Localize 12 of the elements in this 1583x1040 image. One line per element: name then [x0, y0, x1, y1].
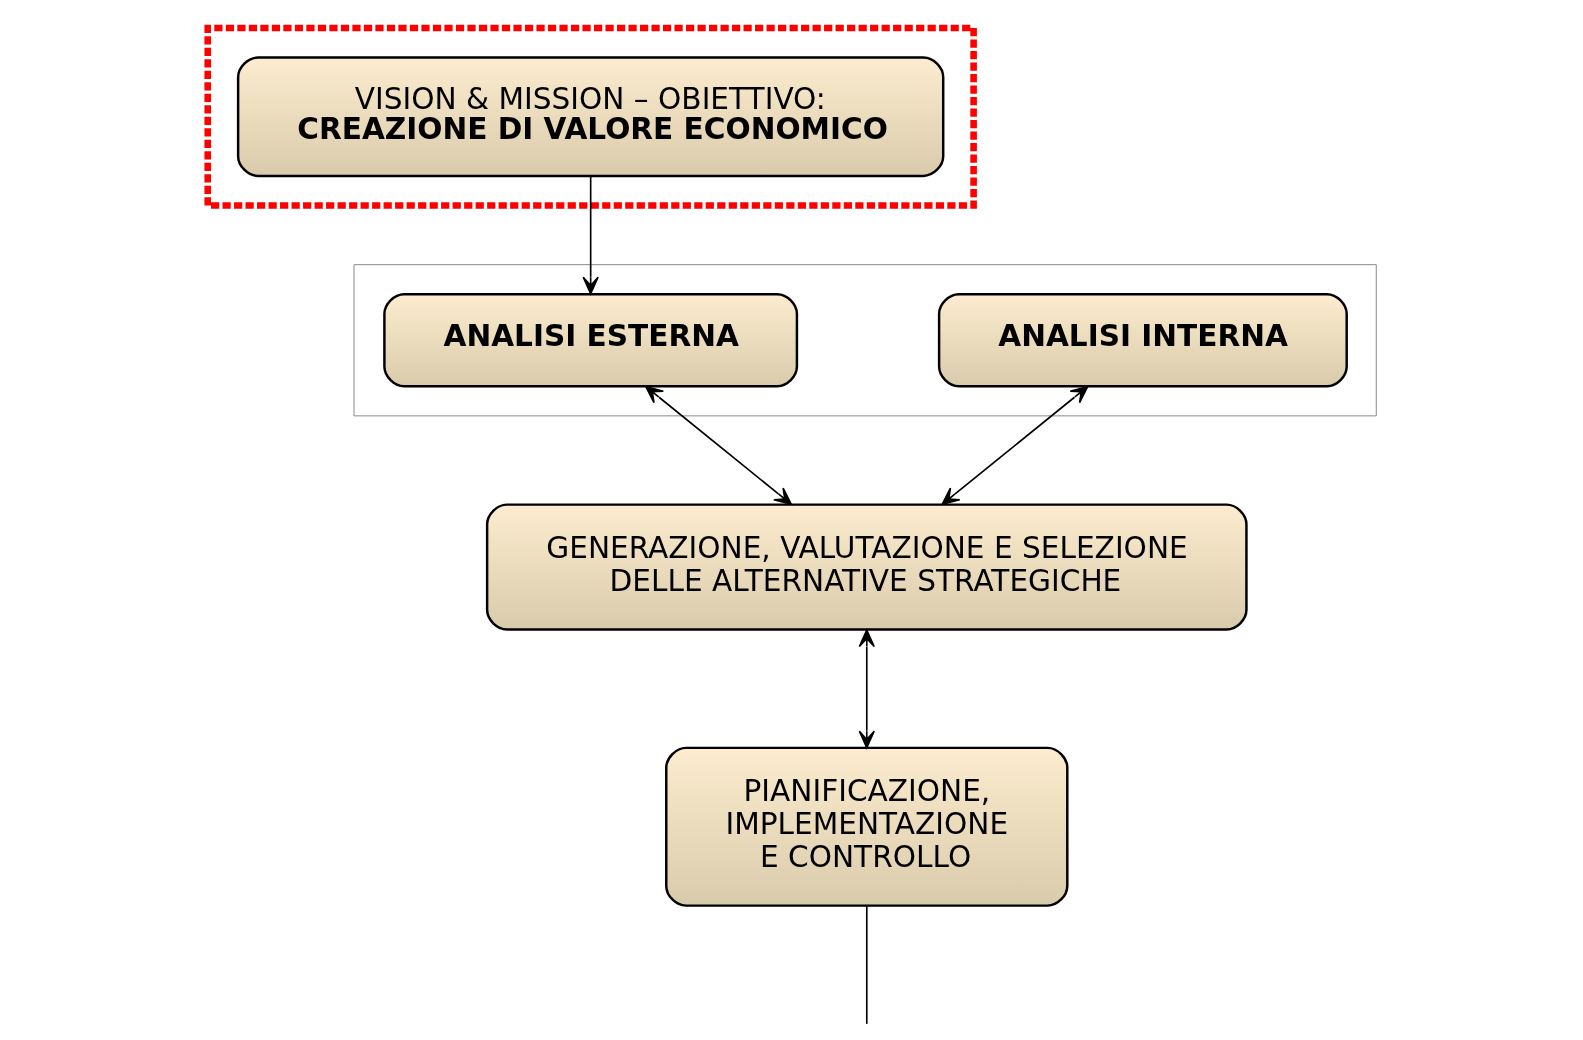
arrow	[581, 175, 599, 295]
node-box: VISION & MISSION – OBIETTIVO: CREAZIONE DI VALORE ECONOMICO	[236, 56, 944, 178]
node-box: ANALISI ESTERNA	[382, 293, 798, 388]
arrow	[644, 385, 792, 506]
cluster	[203, 24, 977, 209]
arrow	[940, 385, 1088, 506]
cluster	[353, 264, 1377, 417]
node-box: ANALISI INTERNA	[937, 293, 1348, 388]
node-box: GENERAZIONE, VALUTAZIONE E SELEZIONE DELLE ALTERNATIVE STRATEGICHE	[485, 503, 1248, 631]
connector	[865, 904, 868, 1025]
arrow	[858, 629, 875, 749]
node-box: PIANIFICAZIONE, IMPLEMENTAZIONE E CONTROLLO	[664, 746, 1069, 907]
